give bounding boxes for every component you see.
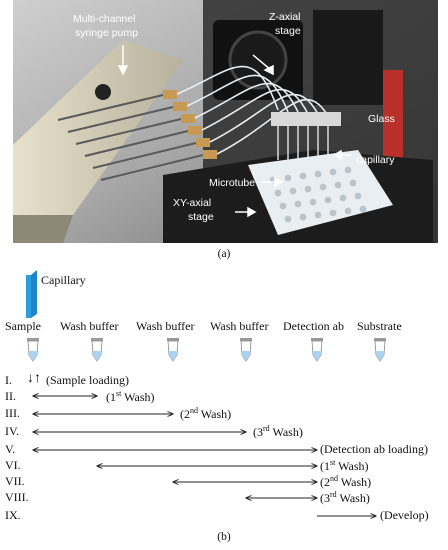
tube-label-detection-ab: Detection ab — [283, 319, 344, 333]
caption-a: (a) — [217, 248, 231, 260]
tube-label-wash-3: Wash buffer — [210, 319, 269, 333]
tube-label-wash-1: Wash buffer — [60, 319, 119, 333]
step-9-text: (Develop) — [380, 508, 429, 522]
label-capillary: capillary — [356, 154, 395, 166]
tube-detection-ab — [311, 338, 323, 362]
step-3-label: (2nd Wash) — [180, 406, 232, 421]
capillary-label: Capillary — [41, 273, 86, 287]
tube-substrate — [374, 338, 386, 362]
label-glass: Glass — [368, 113, 395, 125]
label-syringe-pump: syringe pump — [75, 27, 138, 39]
label-microtube: Microtube — [209, 177, 255, 189]
step-6-num: VI. — [5, 458, 21, 472]
step-6-label: (1st Wash) — [320, 458, 369, 473]
tube-wash-3 — [240, 338, 252, 362]
step-4-num: IV. — [5, 424, 20, 438]
step-1-num: I. — [5, 373, 12, 387]
step-2-label: (1st Wash) — [106, 389, 155, 404]
tube-wash-2 — [167, 338, 179, 362]
label-multichannel: Multi-channel — [73, 13, 135, 25]
label-xy-stage: stage — [188, 211, 214, 223]
step-7-label: (2nd Wash) — [320, 474, 372, 489]
label-z-axial: Z-axial — [269, 11, 301, 23]
step-1-text: (Sample loading) — [46, 373, 129, 387]
step-7-num: VII. — [5, 474, 25, 488]
step-5-num: V. — [5, 442, 16, 456]
step-9-num: IX. — [5, 508, 21, 522]
step-2-num: II. — [5, 389, 16, 403]
apparatus-photo-graphic: Multi-channel syringe pump Z-axial stage… — [13, 0, 438, 245]
capillary-icon — [26, 270, 37, 318]
step-5-text: (Detection ab loading) — [320, 442, 428, 456]
step-3-num: III. — [5, 406, 20, 420]
tube-label-sample: Sample — [5, 319, 41, 333]
label-xy-axial: XY-axial — [173, 197, 211, 209]
apparatus-photo: Multi-channel syringe pump Z-axial stage… — [13, 0, 438, 245]
label-z-stage: stage — [275, 25, 301, 37]
step-4-label: (3rd Wash) — [253, 424, 303, 439]
tube-wash-1 — [91, 338, 103, 362]
step-1-arrows: ↓↑ — [27, 371, 41, 386]
step-8-label: (3rd Wash) — [320, 490, 370, 505]
caption-b: (b) — [217, 531, 231, 543]
tube-label-wash-2: Wash buffer — [136, 319, 195, 333]
tube-label-substrate: Substrate — [357, 319, 402, 333]
tube-sample — [27, 338, 39, 362]
step-8-num: VIII. — [5, 490, 29, 504]
